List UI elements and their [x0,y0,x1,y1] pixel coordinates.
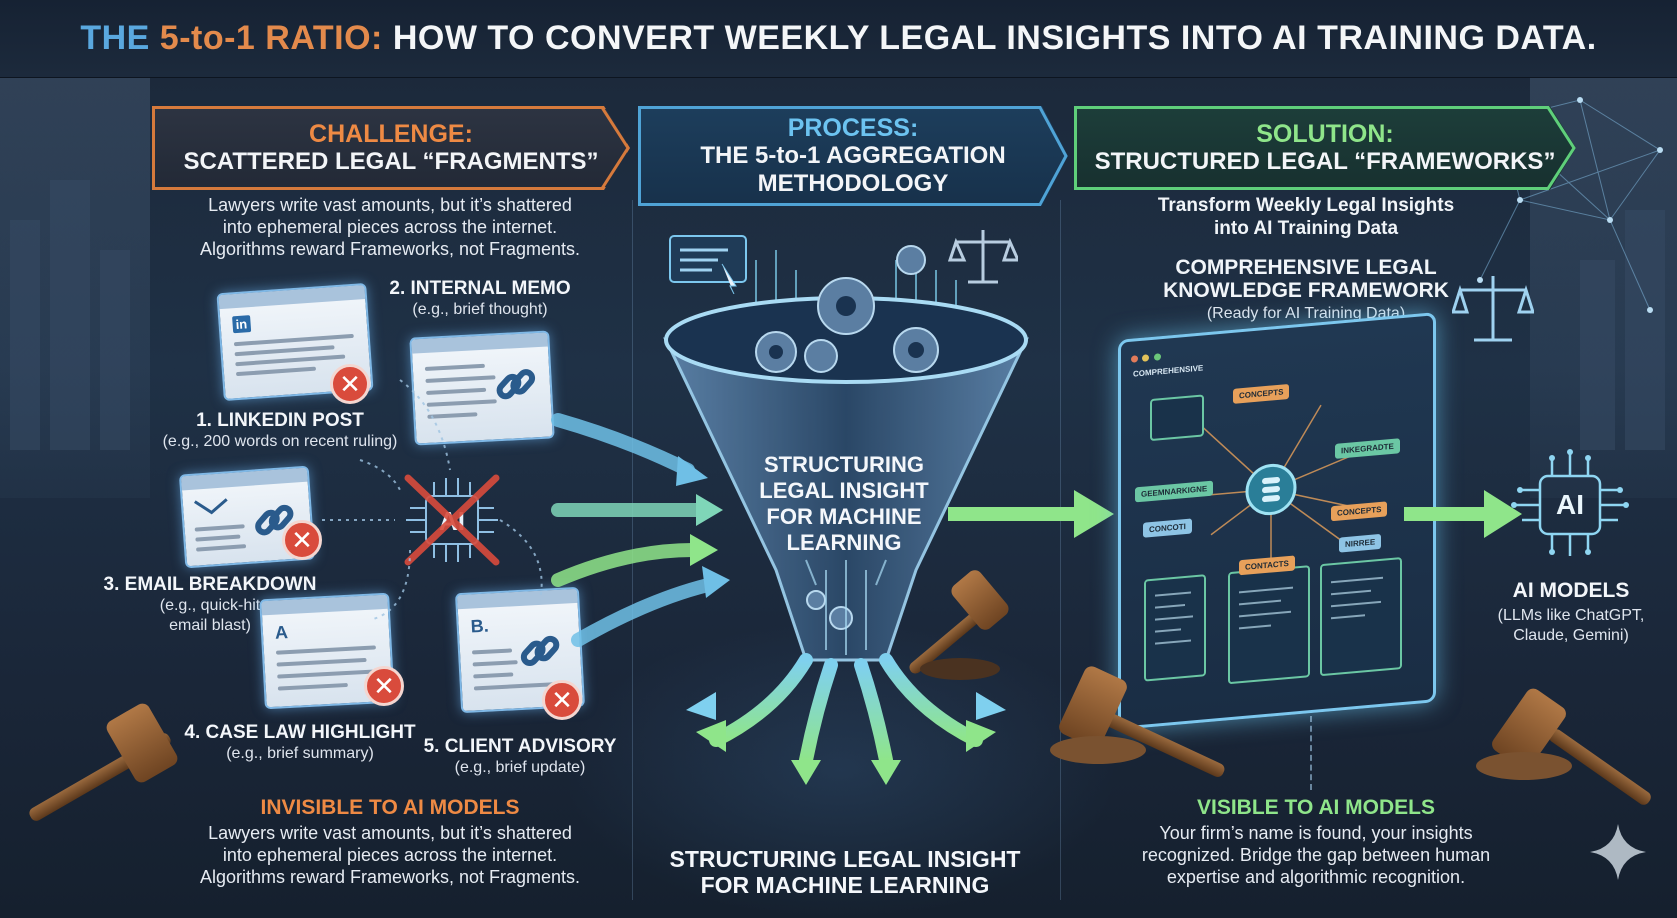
framework-title: COMPREHENSIVE LEGAL KNOWLEDGE FRAMEWORK [1163,256,1449,302]
process-heading-line-2: METHODOLOGY [757,170,949,197]
page-title: THE 5-to-1 RATIO: HOW TO CONVERT WEEKLY … [0,0,1677,78]
fragment-2-example: (e.g., brief thought) [412,301,548,318]
title-part-main: HOW TO CONVERT WEEKLY LEGAL INSIGHTS INT… [392,19,1597,57]
fragment-card-internal-memo [409,330,555,446]
solution-heading: STRUCTURED LEGAL “FRAMEWORKS” [1094,148,1556,175]
title-part-the: THE [80,19,150,57]
screen-network [1144,394,1402,684]
link-icon [520,635,560,667]
funnel-label: STRUCTURING LEGAL INSIGHT FOR MACHINE LE… [759,452,929,555]
case-law-glyph: A [274,622,289,643]
framework-screen: COMPREHENSIVE CONCEPTS INKEGRADTE GEEMNA… [1118,312,1436,730]
reject-badge: ✕ [330,364,370,404]
challenge-kicker: CHALLENGE: [309,120,473,148]
sound-block [920,658,1000,680]
fragment-4-example: (e.g., brief summary) [226,745,374,762]
background-building [1625,210,1665,450]
svg-text:AI: AI [1556,489,1584,520]
visible-footer-text: Your firm’s name is found, your insights… [1141,823,1491,887]
sound-block [1476,752,1572,780]
process-footer: STRUCTURING LEGAL INSIGHT FOR MACHINE LE… [669,846,1021,898]
input-arrows [551,413,730,647]
process-header: PROCESS: THE 5-to-1 AGGREGATION METHODOL… [638,106,1068,206]
process-kicker: PROCESS: [787,114,919,142]
solution-kicker: SOLUTION: [1256,120,1394,148]
fragment-1-title: 1. LINKEDIN POST [196,410,364,431]
background-building [10,220,40,450]
scales-icon [948,230,1018,284]
output-arrow-to-framework [948,490,1114,538]
process-heading-line-1: THE 5-to-1 AGGREGATION [700,142,1006,169]
fragment-card-client-advisory: B. [454,586,586,714]
background-building [100,250,130,450]
fragment-connectors [322,379,543,621]
fragment-5-title: 5. CLIENT ADVISORY [423,736,617,757]
ai-models-subtitle: (LLMs like ChatGPT, Claude, Gemini) [1497,607,1645,644]
challenge-description: Lawyers write vast amounts, but it’s sha… [199,195,581,259]
fragment-3-title: 3. EMAIL BREAKDOWN [103,574,317,595]
ai-chip-icon-crossed: AI [404,474,500,566]
challenge-header: CHALLENGE: SCATTERED LEGAL “FRAGMENTS” [152,106,630,190]
floor-glow [560,620,1120,918]
title-part-ratio: 5-to-1 RATIO: [159,19,383,57]
aggregation-funnel [663,245,1029,785]
linkedin-icon: in [232,315,251,334]
output-arrow-to-ai-models [1404,490,1522,538]
framework-connector [1310,716,1312,790]
sound-block [1050,736,1146,764]
background-building [1580,260,1615,450]
browser-cursor-icon [669,235,747,294]
fragment-3-example: (e.g., quick-hit email blast) [159,597,261,634]
solution-header: SOLUTION: STRUCTURED LEGAL “FRAMEWORKS” [1074,106,1576,190]
reject-badge: ✕ [282,520,322,560]
invisible-footer-title: INVISIBLE TO AI MODELS [260,796,520,819]
ai-chip-icon: AI [1511,449,1629,556]
link-icon [496,369,536,400]
link-icon [255,504,294,536]
fragment-card-email [178,465,316,569]
envelope-icon [193,498,228,515]
scales-icon [1452,276,1534,342]
sparkle-icon [1590,824,1646,880]
column-divider [1060,200,1061,900]
framework-subtitle: (Ready for AI Training Data) [1206,305,1406,322]
fragment-1-example: (e.g., 200 words on recent ruling) [162,433,398,450]
invisible-footer-text: Lawyers write vast amounts, but it’s sha… [199,823,581,887]
fragment-5-example: (e.g., brief update) [454,759,586,776]
reject-badge: ✕ [542,680,582,720]
fragment-4-title: 4. CASE LAW HIGHLIGHT [184,722,416,743]
solution-tagline: Transform Weekly Legal Insights into AI … [1157,195,1455,239]
challenge-heading: SCATTERED LEGAL “FRAGMENTS” [183,148,599,175]
background-building [50,180,90,450]
fragment-2-title: 2. INTERNAL MEMO [389,278,571,299]
ai-models-title: AI MODELS [1512,579,1630,602]
visible-footer-title: VISIBLE TO AI MODELS [1196,796,1436,819]
reject-badge: ✕ [364,666,404,706]
